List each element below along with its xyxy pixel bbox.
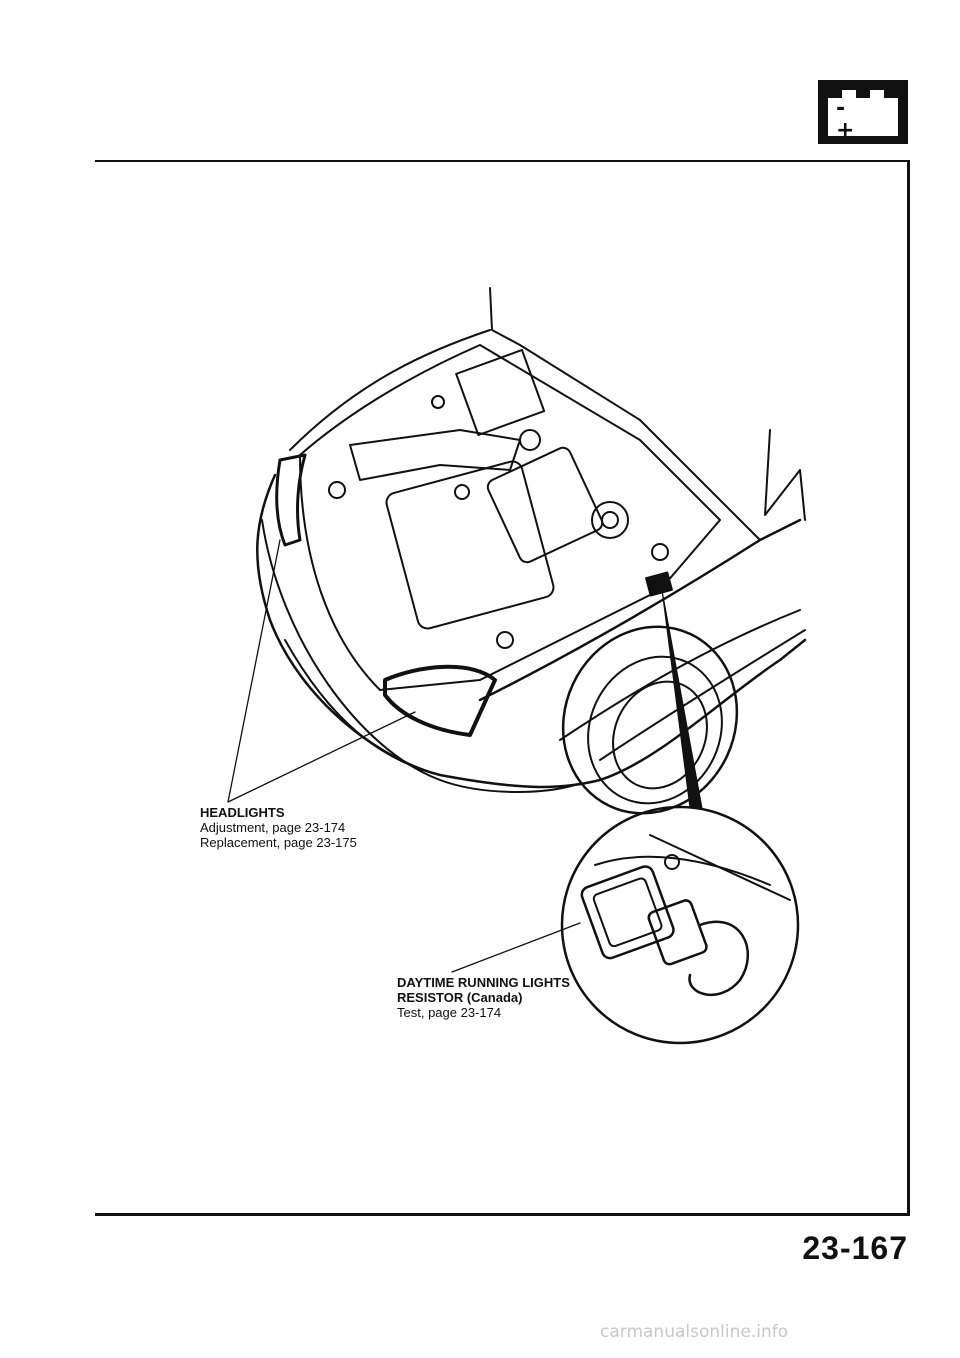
side-body	[559, 609, 801, 741]
leader-drl	[451, 922, 581, 973]
reservoir-cap-inner	[601, 511, 619, 529]
bolt-5	[651, 543, 669, 561]
detail-bolt	[664, 854, 680, 870]
wheel-rim	[612, 680, 708, 790]
leader-headlights-1	[227, 539, 281, 803]
battery-signs: - +	[836, 96, 873, 143]
detail-circle	[560, 805, 800, 1045]
detail-connector-face	[592, 877, 663, 948]
intake-duct	[349, 429, 521, 481]
detail-connector	[580, 865, 675, 960]
frame-rule-right	[907, 160, 910, 1215]
callout-headlights-title: HEADLIGHTS	[200, 805, 285, 820]
callout-drl-title-line1: DAYTIME RUNNING LIGHTS	[397, 975, 570, 990]
air-cleaner	[486, 446, 604, 564]
bumper-lower	[284, 639, 441, 776]
side-headlight	[275, 453, 307, 547]
callout-headlights: HEADLIGHTS Adjustment, page 23-174 Repla…	[200, 805, 357, 850]
callout-drl-title-line2: RESISTOR (Canada)	[397, 990, 523, 1005]
body-outline	[256, 473, 807, 789]
detail-wire-loop	[688, 920, 750, 997]
battery-icon: - +	[818, 80, 908, 144]
callout-headlights-adjustment: Adjustment, page 23-174	[200, 820, 346, 835]
bolt-2	[454, 484, 470, 500]
callout-drl-test: Test, page 23-174	[397, 1005, 502, 1020]
wheel-arch	[561, 625, 739, 815]
detail-bracket-2	[649, 834, 791, 901]
windshield-edge	[764, 429, 806, 521]
battery-terminal-positive	[870, 90, 884, 98]
leader-headlights-2	[227, 711, 416, 803]
battery-icon-face	[828, 98, 898, 136]
bolt-3	[328, 481, 346, 499]
callout-drl-resistor: DAYTIME RUNNING LIGHTS RESISTOR (Canada)…	[397, 975, 570, 1020]
bolt-6	[519, 429, 541, 451]
engine-bay-rim	[299, 344, 721, 691]
frame-rule-top	[95, 160, 910, 162]
watermark-text: carmanualsonline.info	[600, 1322, 789, 1342]
bolt-4	[496, 631, 514, 649]
frame-rule-bottom	[95, 1213, 910, 1216]
hood-outline	[489, 287, 761, 541]
fender-line	[478, 518, 802, 702]
headlight-lens	[383, 664, 497, 737]
detail-plug	[647, 899, 708, 966]
callout-headlights-replacement: Replacement, page 23-175	[200, 835, 357, 850]
bolt-1	[431, 395, 445, 409]
battery-box	[455, 348, 546, 436]
detail-bracket	[594, 855, 771, 886]
battery-terminal-negative	[842, 90, 856, 98]
resistor-block	[645, 571, 673, 597]
hood-left-edge	[289, 329, 491, 451]
page-number: 23-167	[802, 1230, 908, 1266]
side-body-2	[599, 629, 806, 761]
wheel-tire	[587, 655, 723, 805]
engine-block	[385, 460, 555, 630]
reservoir-cap	[591, 501, 629, 539]
